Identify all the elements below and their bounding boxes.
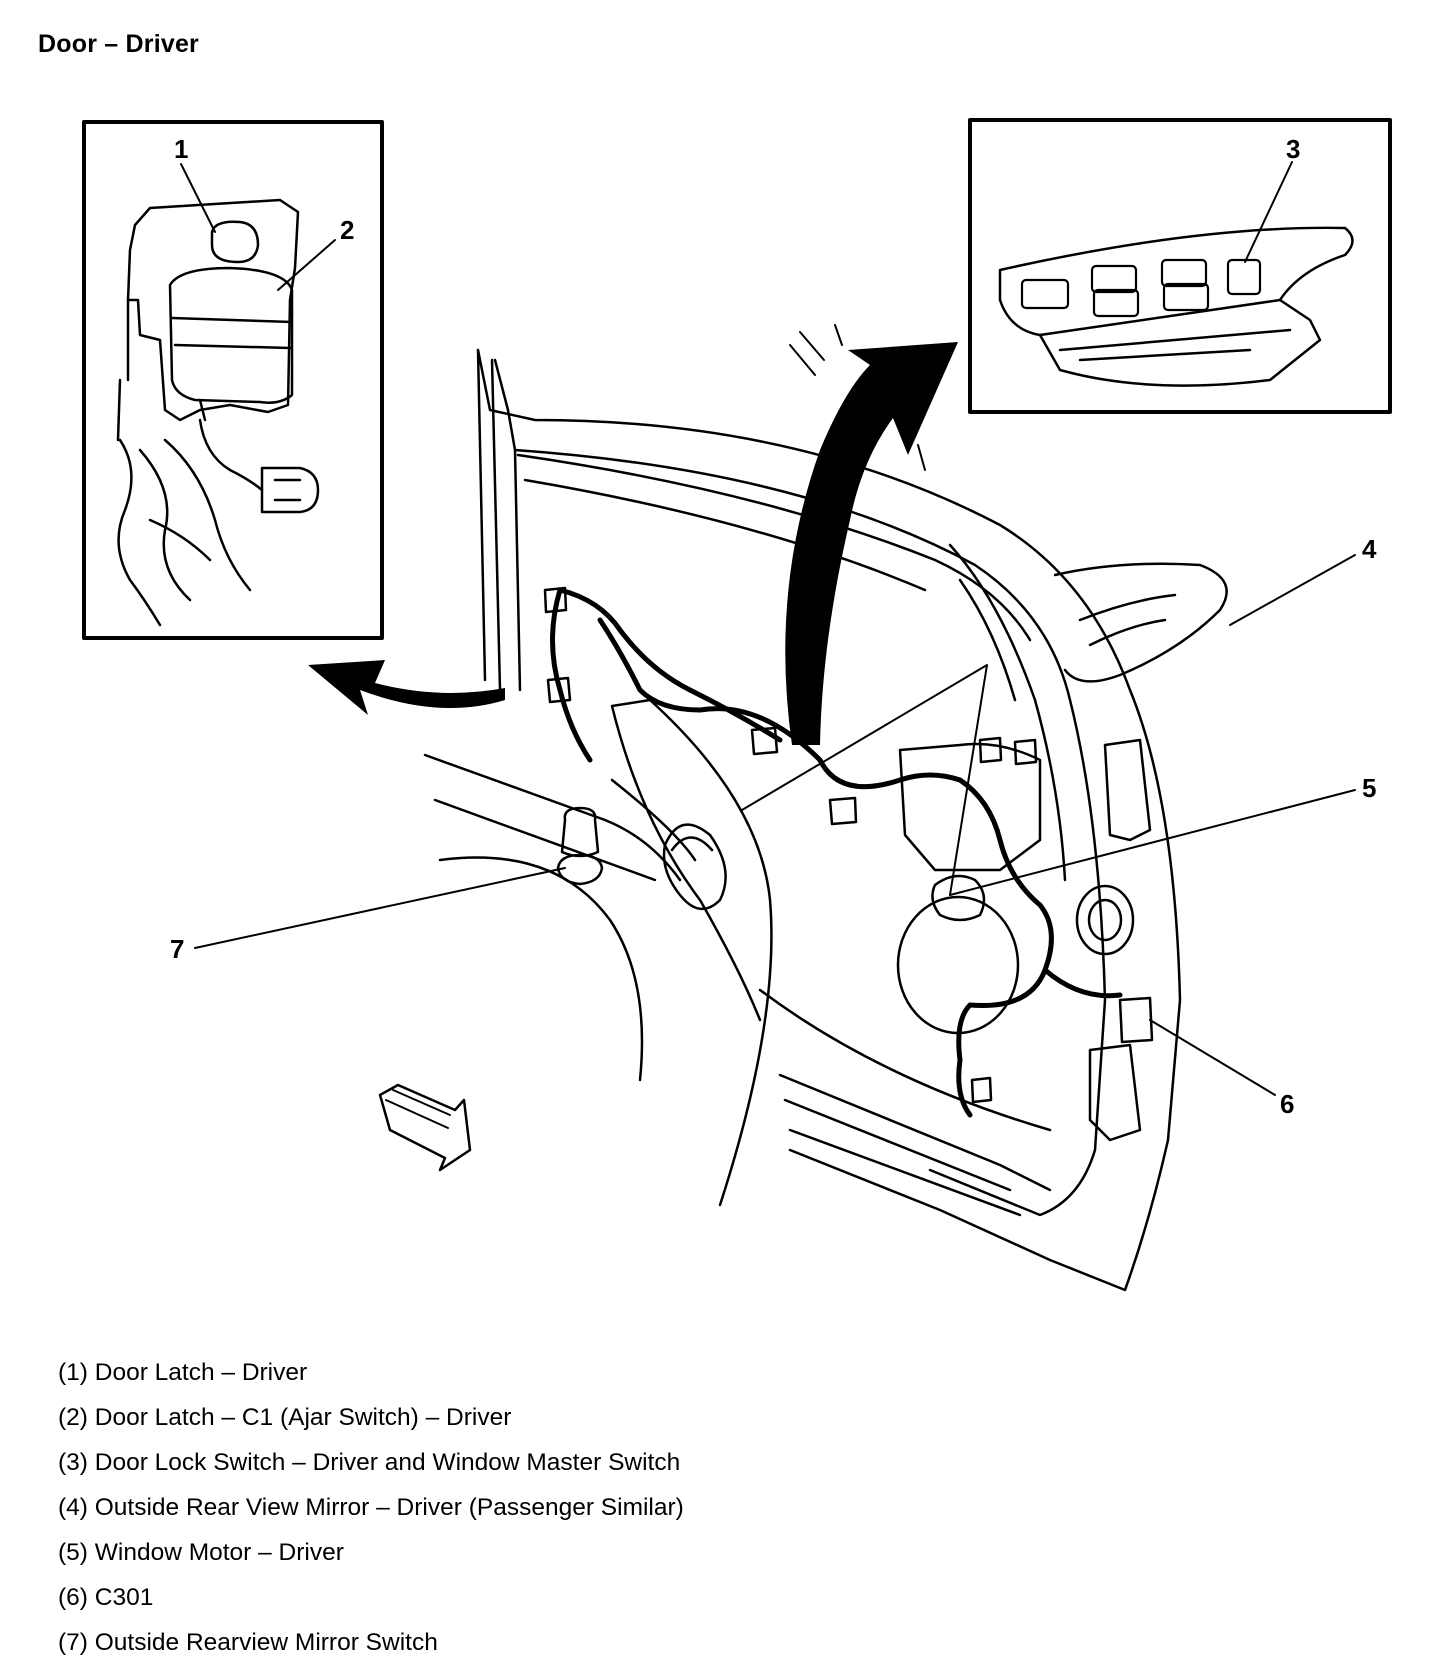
latch-rod-bracket [260,466,320,514]
motor-view-triangle [741,664,988,896]
door-diagram: 1 2 3 4 5 6 7 [82,118,1392,1292]
door-latch-inset-frame [82,120,384,640]
direction-arrow [378,1083,472,1172]
callout-5: 5 [1362,773,1376,803]
callout-2: 2 [340,215,354,245]
legend: (1) Door Latch – Driver (2) Door Latch –… [58,1358,684,1673]
latch-ajar-switch-block [168,266,294,404]
callout-leader-7 [194,867,566,949]
callout-leader-5 [949,789,1356,896]
inner-panel-edge [423,753,697,1082]
switch-panel-inset [968,118,1392,414]
window-channel [516,453,1032,642]
legend-item: (3) Door Lock Switch – Driver and Window… [58,1449,681,1476]
callout-4: 4 [1362,534,1377,564]
window-motor [931,874,986,922]
door-lock-switch-button [1226,258,1262,296]
door-speaker [896,895,1020,1035]
latch-harness [117,438,252,627]
lower-door-panel [758,988,1052,1217]
arrow-to-switch-inset [785,342,958,745]
door-pillar-left [476,348,522,692]
window-glass-edge [948,543,1067,882]
door-wiring-harness [550,587,1123,1118]
legend-item: (4) Outside Rear View Mirror – Driver (P… [58,1494,684,1521]
door-latch-housing [126,198,300,422]
speaker-opening [662,823,727,910]
window-switch-buttons [1020,258,1210,318]
door-outer-frame [476,348,1182,1292]
legend-item: (1) Door Latch – Driver [58,1359,308,1386]
legend-item: (5) Window Motor – Driver [58,1539,344,1566]
latch-callout-leader-1 [180,163,216,233]
door-latch-inset [82,120,384,640]
page-title: Door – Driver [38,30,199,58]
door-assembly [378,348,1228,1292]
legend-item: (6) C301 [58,1584,154,1611]
trim-panel-left [610,698,773,1207]
armrest-panel [998,226,1354,337]
latch-callout-leader-2 [277,239,336,291]
mirror-grommet [1075,884,1135,956]
callout-7: 7 [170,934,184,964]
mirror-switch-knob [556,806,604,886]
callout-1: 1 [174,134,188,164]
outside-rear-view-mirror [1053,562,1228,683]
arrow-motion-lines [789,324,926,471]
door-inner-frame [493,358,1107,1217]
switch-panel-inset-frame [968,118,1392,414]
arrow-to-latch-inset [308,660,505,715]
callout-6: 6 [1280,1089,1294,1119]
latch-mechanism [1088,738,1152,1142]
harness-connectors [543,586,1038,1104]
callout-leader-4 [1229,554,1356,626]
switch-panel-underside [1038,298,1322,387]
switch-callout-leader-3 [1244,161,1293,263]
legend-item: (7) Outside Rearview Mirror Switch [58,1629,438,1656]
door-latch-button [210,220,260,264]
c301-connector [1118,996,1154,1044]
callout-3: 3 [1286,134,1300,164]
legend-item: (2) Door Latch – C1 (Ajar Switch) – Driv… [58,1404,512,1431]
callout-leader-6 [1149,1019,1276,1096]
